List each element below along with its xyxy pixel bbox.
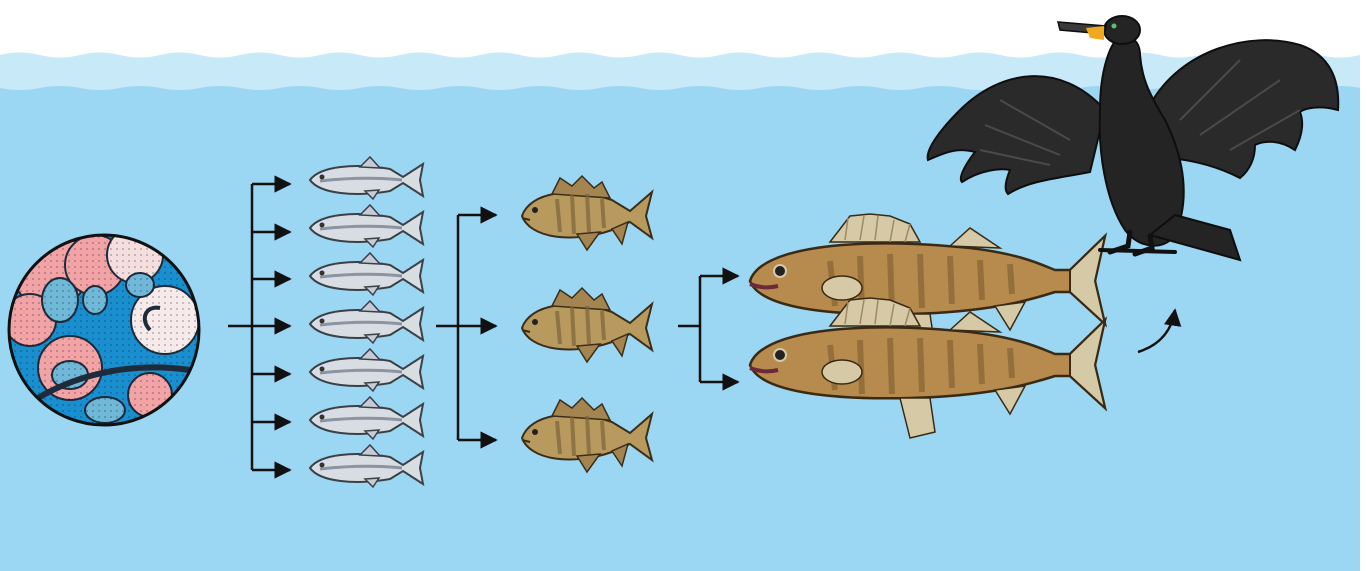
water-surface [0, 53, 1360, 91]
